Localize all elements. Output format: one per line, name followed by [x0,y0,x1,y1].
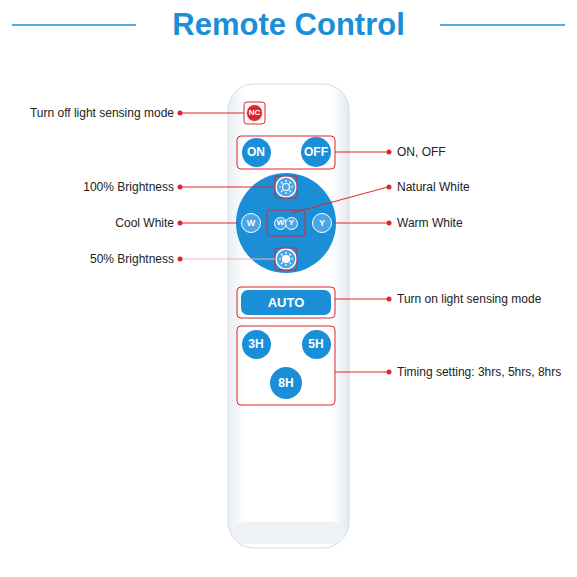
button-label: 3H [248,338,263,350]
natural-white-button: WY [268,212,304,234]
callout-label: Timing setting: 3hrs, 5hrs, 8hrs [397,364,561,380]
callout-label: Cool White [115,215,174,231]
auto-button: AUTO [241,290,331,315]
cool-white-button: W [241,213,261,233]
group-outline [237,287,335,318]
callout-label: ON, OFF [397,144,446,160]
callout-label: Warm White [397,215,463,231]
warm-white-button: Y [312,213,332,233]
on-button: ON [242,138,271,167]
brightness-100-button [276,177,296,197]
callout-label: Turn on light sensing mode [397,291,541,307]
button-label: NC [249,109,261,117]
button-label: ON [247,146,265,158]
button-label: 5H [308,338,323,350]
remote-body [228,84,349,548]
leader-lines [181,113,388,372]
button-label: OFF [304,146,328,158]
timer-3h-button: 3H [242,330,271,359]
button-label: AUTO [268,296,305,309]
title-rule [440,24,565,26]
callout-label: 50% Brightness [90,251,174,267]
callout-label: 100% Brightness [83,179,174,195]
off-button: OFF [301,137,331,167]
button-label: 8H [278,377,293,389]
leader-dots [178,111,392,375]
group-outline [275,176,297,198]
callout-label: Turn off light sensing mode [30,105,174,121]
group-outline [244,102,265,124]
tone-letter: Y [285,217,298,230]
button-label: W [247,219,256,228]
direction-pad [236,173,336,273]
group-outline [237,326,335,405]
diagram-title: Remote Control [168,7,409,42]
timer-8h-button: 8H [270,367,302,399]
group-outline [267,210,305,236]
button-label: Y [319,219,325,228]
timer-5h-button: 5H [302,330,331,359]
callout-label: Natural White [397,179,470,195]
group-outline [275,248,297,270]
nc-button: NC [246,104,264,122]
group-outline [237,136,335,169]
title-rule [12,24,136,26]
remote-base [232,522,345,544]
brightness-50-button [276,249,296,269]
title-row: Remote Control [0,6,577,44]
